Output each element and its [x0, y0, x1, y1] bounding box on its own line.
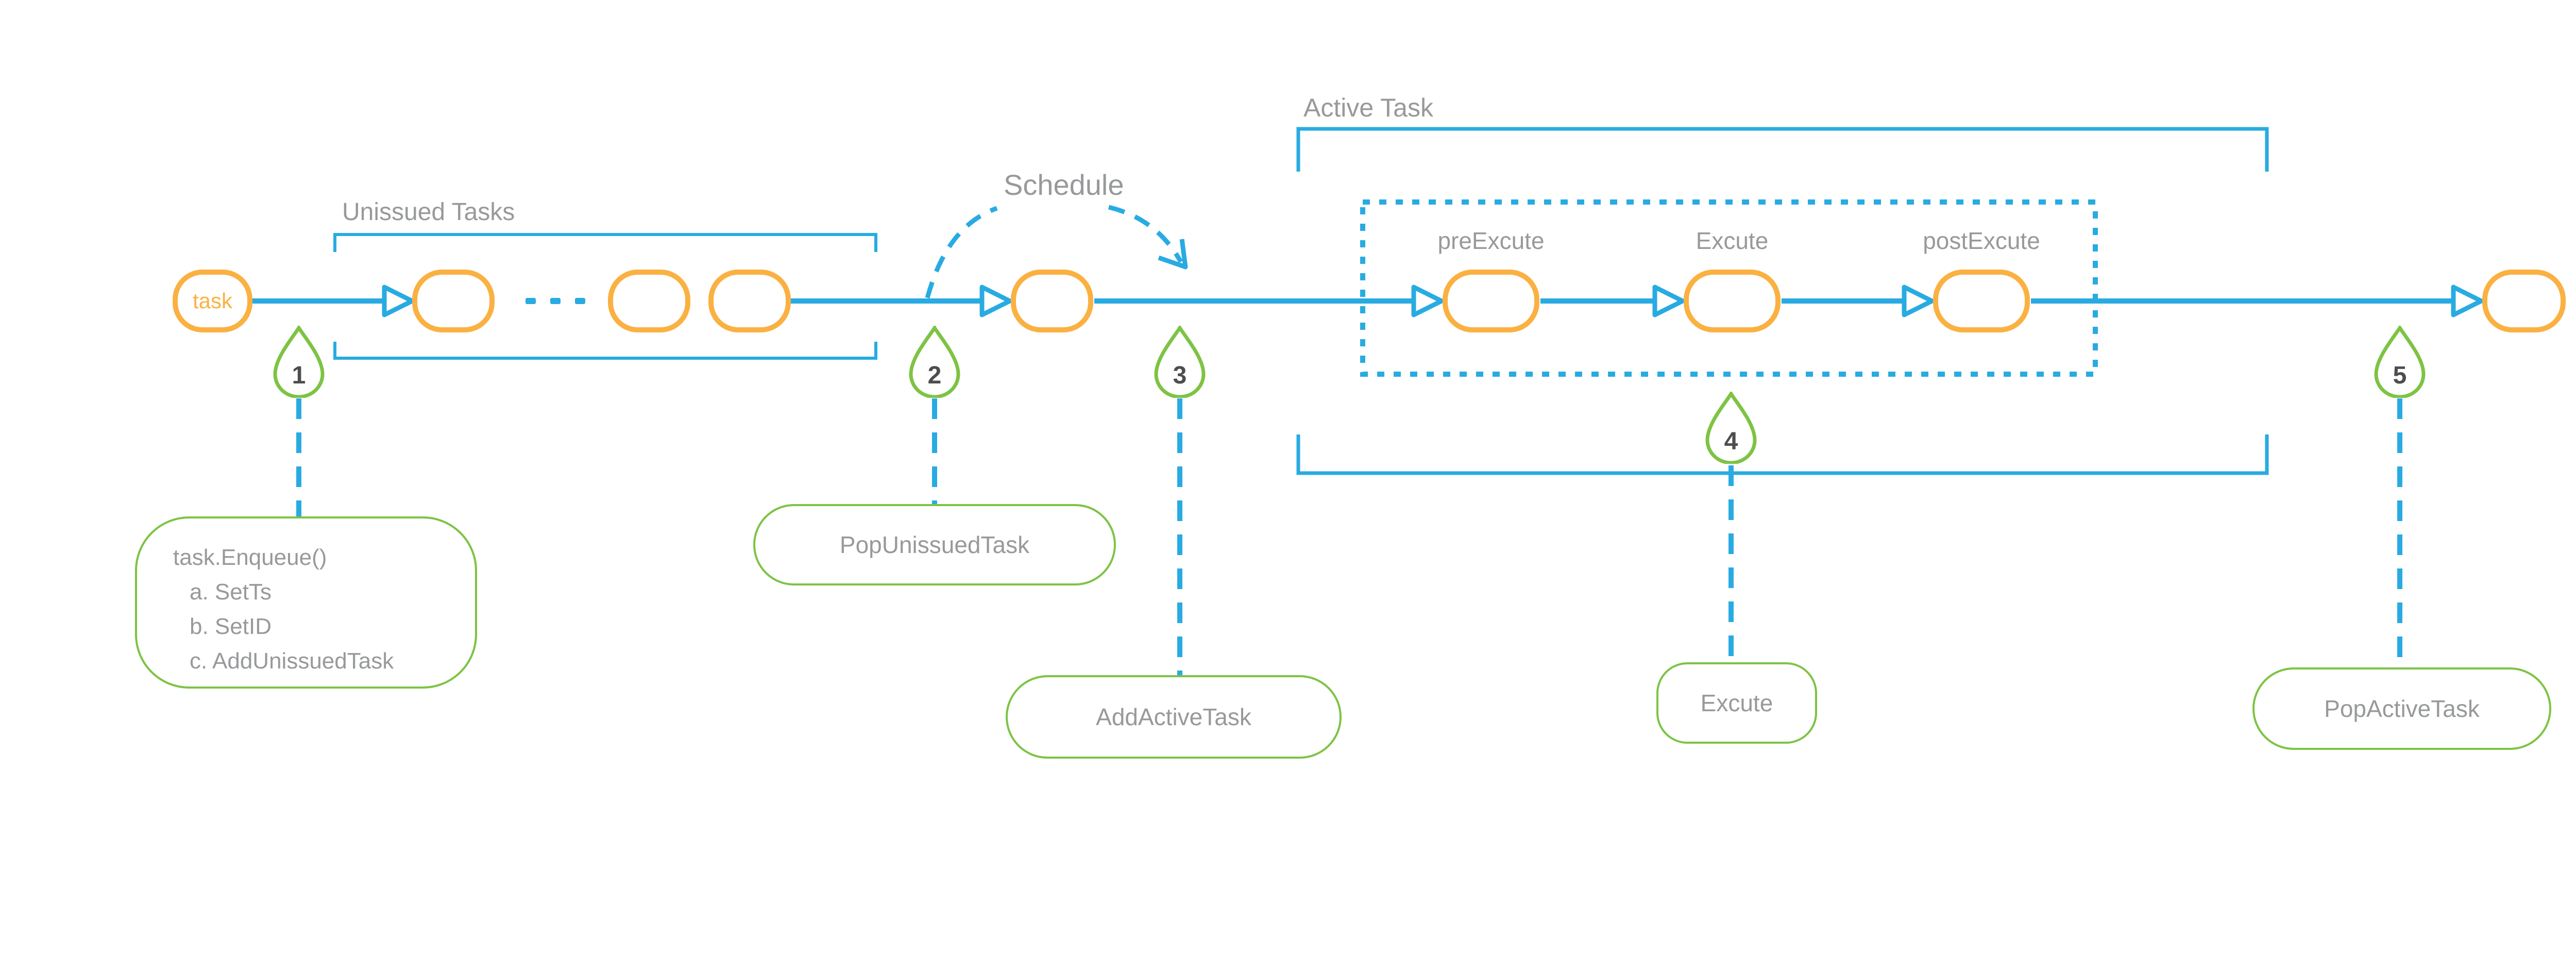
droplet-icon — [909, 326, 960, 398]
marker-number: 1 — [292, 362, 306, 389]
arrowhead-icon — [2451, 284, 2484, 317]
unissued-queue-node — [412, 270, 495, 332]
annotation-line: c. AddUnissuedTask — [190, 648, 394, 674]
unissued-queue-node — [608, 270, 690, 332]
active-task-label: Active Task — [1303, 93, 1433, 122]
end-task-node — [2482, 270, 2566, 332]
marker-pin-2: 2 — [909, 326, 960, 398]
schedule-arc-left — [925, 206, 998, 299]
marker-number: 2 — [928, 362, 942, 389]
arrowhead-icon — [979, 284, 1012, 317]
marker-number: 4 — [1724, 428, 1738, 455]
schedule-arc-arrowhead-icon — [1158, 239, 1188, 270]
arrowhead-icon — [382, 284, 415, 317]
execute-stage-dotted-box — [1360, 199, 2098, 377]
annotation-pop-active-task: PopActiveTask — [2252, 667, 2551, 750]
annotation-task-enqueue: task.Enqueue() a. SetTs b. SetID c. AddU… — [135, 516, 477, 689]
annotation-line: b. SetID — [190, 614, 272, 639]
preexcute-node — [1443, 270, 1539, 332]
task-node: task — [173, 270, 252, 332]
arrowhead-icon — [1902, 284, 1935, 317]
droplet-icon — [1705, 392, 1757, 464]
droplet-icon — [2374, 326, 2426, 398]
postexcute-label: postExcute — [1923, 227, 2040, 254]
annotation-line: a. SetTs — [190, 579, 272, 605]
unissued-queue-node — [708, 270, 791, 332]
arrowhead-icon — [1411, 284, 1444, 317]
annotation-text: task.Enqueue() a. SetTs b. SetID c. AddU… — [137, 518, 475, 678]
unissued-tasks-top-bracket — [333, 233, 877, 252]
marker-pin-4: 4 — [1705, 392, 1757, 464]
active-task-top-bracket — [1296, 127, 2269, 172]
droplet-icon — [1154, 326, 1206, 398]
marker-pin-5: 5 — [2374, 326, 2426, 398]
excute-label: Excute — [1696, 227, 1769, 254]
schedule-label: Schedule — [1004, 169, 1124, 201]
ellipsis-dots-icon — [526, 298, 585, 304]
arrowhead-icon — [1652, 284, 1685, 317]
schedule-arc-right — [1108, 205, 1183, 263]
preexcute-label: preExcute — [1437, 227, 1545, 254]
marker-pin-1: 1 — [273, 326, 325, 398]
unissued-tasks-bottom-bracket — [333, 342, 877, 360]
unissued-tasks-label: Unissued Tasks — [342, 198, 515, 226]
marker-pin-3: 3 — [1154, 326, 1206, 398]
excute-node — [1684, 270, 1781, 332]
annotation-add-active-task: AddActiveTask — [1006, 675, 1342, 759]
task-node-label: task — [192, 289, 233, 313]
scheduled-task-node — [1011, 270, 1093, 332]
annotation-line: task.Enqueue() — [173, 545, 327, 570]
marker-number: 5 — [2393, 362, 2407, 389]
annotation-pop-unissued-task: PopUnissuedTask — [753, 504, 1116, 585]
active-task-bottom-bracket — [1296, 434, 2269, 475]
droplet-icon — [273, 326, 325, 398]
annotation-excute: Excute — [1656, 662, 1817, 744]
postexcute-node — [1933, 270, 2030, 332]
marker-number: 3 — [1173, 362, 1187, 389]
